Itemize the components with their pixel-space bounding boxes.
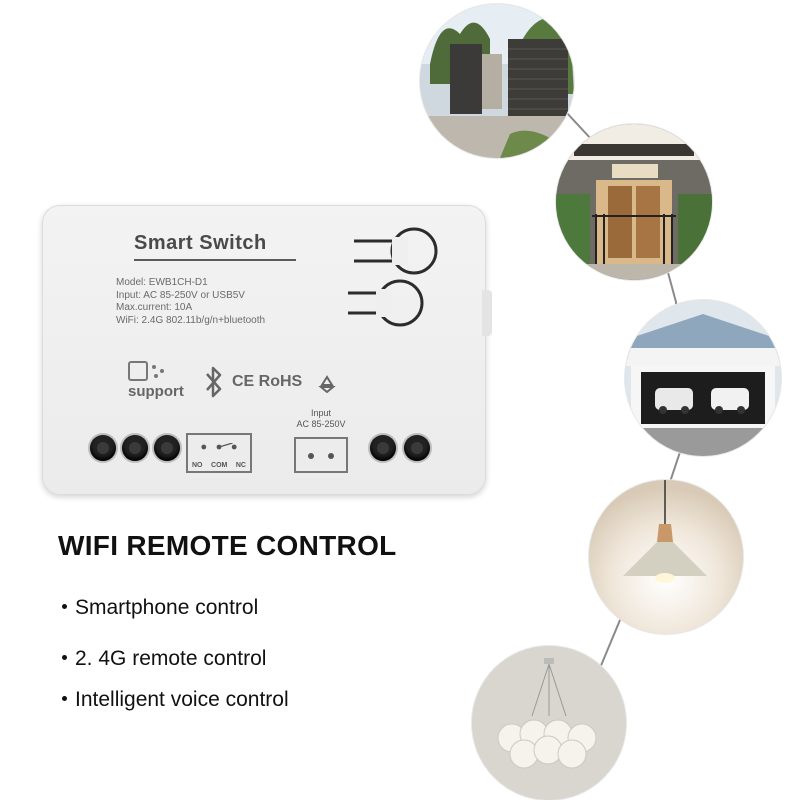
bullet-dot [62, 695, 67, 701]
input-label-line2: AC 85-250V [296, 419, 346, 429]
support-logo: support [128, 361, 186, 405]
chandelier-scene [472, 646, 626, 800]
input-terminal-box [294, 437, 348, 473]
pendant-lamp-scene [589, 480, 743, 634]
spec-wifi: WiFi: 2.4G 802.11b/g/n+bluetooth [116, 314, 266, 326]
button-icon [348, 227, 438, 327]
device-specs: Model: EWB1CH-D1 Input: AC 85-250V or US… [116, 277, 265, 327]
title-underline [134, 259, 296, 261]
main-heading: WIFI REMOTE CONTROL [58, 530, 397, 561]
device-side-tab [482, 290, 492, 336]
device-title: Smart Switch [134, 232, 267, 254]
input-label: Input AC 85-250V [288, 408, 354, 430]
relay-diagram: NO COM NC [186, 433, 252, 473]
garage-scene [625, 300, 781, 456]
terminal-1 [90, 435, 116, 461]
feature-item-3: Intelligent voice control [62, 688, 289, 712]
recycle-icon [318, 375, 336, 393]
bullet-dot [62, 654, 67, 660]
relay-label-nc: NC [235, 462, 246, 469]
relay-label-no: NO [192, 462, 203, 469]
feature-text-2: 2. 4G remote control [75, 647, 267, 670]
bullet-dot [62, 603, 67, 609]
terminal-5 [404, 435, 430, 461]
input-label-line1: Input [310, 408, 332, 418]
feature-item-2: 2. 4G remote control [62, 647, 266, 671]
spec-model: Model: EWB1CH-D1 [116, 277, 208, 288]
relay-label-com: COM [211, 462, 228, 469]
terminal-2 [122, 435, 148, 461]
spec-input: Input: AC 85-250V or USB5V [116, 289, 245, 301]
terminal-3 [154, 435, 180, 461]
gate-scene [420, 4, 574, 158]
feature-text-3: Intelligent voice control [75, 688, 289, 711]
spec-current: Max.current: 10A [116, 302, 193, 313]
feature-text-1: Smartphone control [75, 596, 259, 619]
smart-switch-device: Smart Switch Model: EWB1CH-D1 Input: AC … [42, 205, 486, 495]
cert-marks: CE RoHS [232, 373, 303, 390]
entry-door-scene [556, 124, 712, 280]
feature-item-1: Smartphone control [62, 596, 258, 620]
support-label: support [128, 383, 184, 400]
bluetooth-icon [206, 366, 222, 398]
terminal-4 [370, 435, 396, 461]
